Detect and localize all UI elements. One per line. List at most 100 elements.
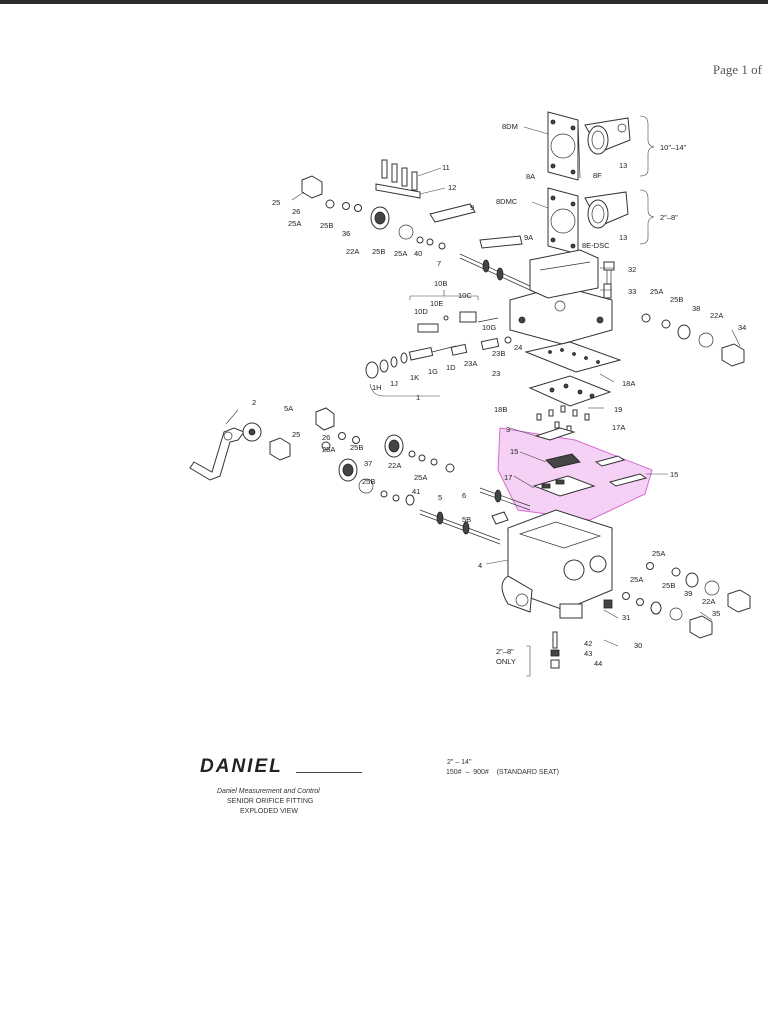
part-10G xyxy=(477,317,499,323)
label-1D: 1D xyxy=(446,363,456,372)
label-33: 33 xyxy=(628,287,636,296)
shaft-assembly-1 xyxy=(365,336,512,379)
seal-25A-2 xyxy=(426,238,434,246)
size-label-2-8: 2"–8" xyxy=(660,213,678,222)
part-10C xyxy=(459,311,477,323)
screws-18B-17A xyxy=(536,405,590,433)
oring-22A-3 xyxy=(358,478,374,494)
label-25Ac: 25A xyxy=(650,287,663,296)
seal-25A-4 xyxy=(338,432,346,440)
page-number: Page 1 of xyxy=(712,62,762,77)
label-26b: 26 xyxy=(322,433,330,442)
label-2: 2 xyxy=(252,398,256,407)
label-38: 38 xyxy=(692,304,700,313)
label-25Bf: 25B xyxy=(662,581,675,590)
label-32: 32 xyxy=(628,265,636,274)
label-8DMC: 8DMC xyxy=(496,197,518,206)
label-4: 4 xyxy=(478,561,482,570)
label-43: 43 xyxy=(584,649,592,658)
washer-26 xyxy=(325,199,335,209)
seal-25B xyxy=(354,204,362,212)
plate-9 xyxy=(429,203,476,223)
label-37: 37 xyxy=(364,459,372,468)
part-41 xyxy=(405,494,415,506)
seal-25B-5 xyxy=(380,490,388,498)
label-24: 24 xyxy=(514,343,522,352)
label-only: ONLY xyxy=(496,657,516,666)
label-25b: 25 xyxy=(292,430,300,439)
label-23B: 23B xyxy=(492,349,505,358)
top-housing xyxy=(509,249,613,345)
label-8A: 8A xyxy=(526,172,535,181)
label-44: 44 xyxy=(594,659,602,668)
label-22Ac: 22A xyxy=(388,461,401,470)
washer-26-2 xyxy=(321,441,331,451)
flange-8DM xyxy=(547,111,581,181)
label-22Aa: 22A xyxy=(346,247,359,256)
label-31: 31 xyxy=(622,613,630,622)
label-23A: 23A xyxy=(464,359,477,368)
drawing-subtitle: EXPLODED VIEW xyxy=(240,808,298,815)
label-13b: 13 xyxy=(619,233,627,242)
label-8F: 8F xyxy=(593,171,602,180)
oring-22A xyxy=(398,224,414,240)
label-42: 42 xyxy=(584,639,592,648)
label-23: 23 xyxy=(492,369,500,378)
label-18B: 18B xyxy=(494,405,507,414)
label-17A: 17A xyxy=(612,423,625,432)
label-7: 7 xyxy=(437,259,441,268)
label-17: 17 xyxy=(504,473,512,482)
label-1H: 1H xyxy=(372,383,382,392)
label-25Af-2: 25A xyxy=(630,575,643,584)
highlight-region xyxy=(497,427,653,521)
crank-handle-2 xyxy=(189,427,245,481)
leader-lines xyxy=(225,126,741,647)
drawing-title: SENIOR ORIFICE FITTING xyxy=(227,798,314,805)
label-8DM: 8DM xyxy=(502,122,518,131)
label-30: 30 xyxy=(634,641,642,650)
label-5A: 5A xyxy=(284,404,293,413)
part-5B xyxy=(491,511,509,525)
top-border xyxy=(0,0,768,4)
logo-underline xyxy=(296,772,362,773)
seal-25A xyxy=(342,202,350,210)
part-3-seal-strip xyxy=(534,427,576,441)
label-only-size: 2"–8" xyxy=(496,647,514,656)
part-labels: 8DM 8F 13 8A 8DMC 8E-DSC 13 11 12 9 9A 2… xyxy=(252,122,746,668)
label-39: 39 xyxy=(684,589,692,598)
bracket-2-8 xyxy=(639,189,655,245)
label-25Ad: 25A xyxy=(322,445,335,454)
label-10G: 10G xyxy=(482,323,496,332)
label-25Bb: 25B xyxy=(372,247,385,256)
studs-11 xyxy=(381,159,418,191)
left-cap-25 xyxy=(301,175,323,199)
label-13a: 13 xyxy=(619,161,627,170)
part-10D xyxy=(417,323,439,333)
part-15-seal-bar xyxy=(545,453,648,487)
company-name: Daniel Measurement and Control xyxy=(217,788,320,795)
body-4 xyxy=(501,509,613,619)
label-9A: 9A xyxy=(524,233,533,242)
label-34: 34 xyxy=(738,323,746,332)
parts-42-43-44 xyxy=(550,631,560,669)
plug-34 xyxy=(721,343,745,367)
label-25Ae: 25A xyxy=(414,473,427,482)
label-1: 1 xyxy=(416,393,420,402)
label-10C: 10C xyxy=(458,291,472,300)
label-10E: 10E xyxy=(430,299,443,308)
seal-25A-3 xyxy=(641,313,651,323)
seal-25B-2 xyxy=(416,236,424,244)
label-1J: 1J xyxy=(390,379,398,388)
label-25a: 25 xyxy=(272,198,280,207)
daniel-logo: DANIEL xyxy=(200,756,283,777)
flange-8DMC xyxy=(547,187,579,255)
flange-8F xyxy=(584,117,631,155)
size-range: 2" – 14" xyxy=(447,759,472,766)
gear-37 xyxy=(338,458,358,482)
label-15b: 15 xyxy=(670,470,678,479)
part-10E xyxy=(443,315,449,321)
label-35: 35 xyxy=(712,609,720,618)
bushing-38 xyxy=(677,324,691,340)
size-label-10-14: 10"–14" xyxy=(660,143,687,152)
